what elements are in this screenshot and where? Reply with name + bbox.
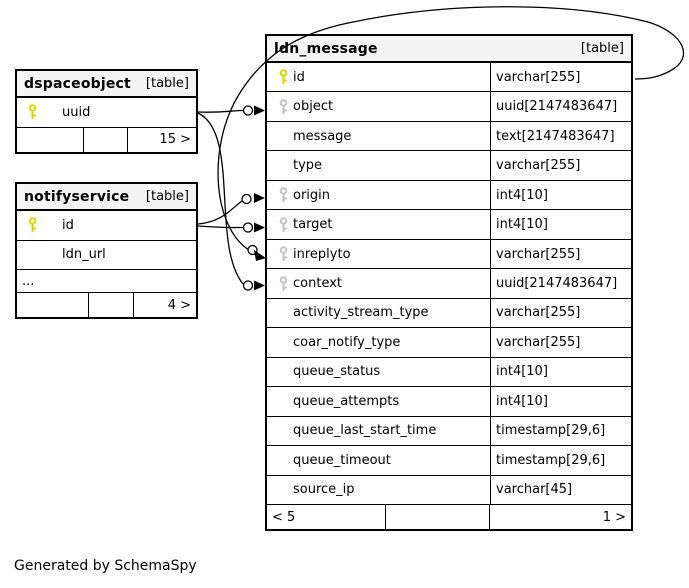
fk-arrowhead (254, 280, 265, 291)
column-name: queue_timeout (293, 452, 391, 468)
primary-key-icon (26, 104, 39, 121)
table-title[interactable]: notifyservice (24, 188, 130, 205)
column-name: object (293, 99, 334, 115)
table-header: notifyservice [table] (17, 184, 196, 211)
column-type: text[2147483647] (496, 128, 615, 144)
table-row: target int4[10] (267, 210, 631, 240)
key-icon (277, 246, 290, 263)
related-count-link[interactable]: < 5 (267, 505, 386, 530)
column-name: activity_stream_type (293, 305, 429, 321)
table-ldn-message: ldn_message [table] id varchar[255] object… (265, 34, 633, 532)
fk-arrowhead (254, 193, 265, 203)
table-row: source_ip varchar[45] (267, 475, 631, 506)
fk-arrowhead (254, 105, 265, 116)
column-name: context (293, 276, 342, 292)
table-row: message text[2147483647] (267, 121, 631, 152)
fk-endpoint-circle (247, 244, 258, 256)
column-type: timestamp[29,6] (496, 423, 606, 439)
column-name: source_ip (293, 482, 355, 498)
footer-cell (17, 127, 84, 152)
table-header: dspaceobject [table] (17, 71, 196, 98)
related-count-link[interactable]: 4 > (167, 297, 191, 313)
schemaspy-credit: Generated by SchemaSpy (14, 558, 197, 574)
table-row: queue_last_start_time timestamp[29,6] (267, 416, 631, 447)
related-count-link[interactable]: 1 > (602, 509, 626, 525)
table-row: type varchar[255] (267, 151, 631, 181)
table-title[interactable]: ldn_message (274, 40, 378, 57)
table-row: inreplyto varchar[255] (267, 239, 631, 270)
column-type: int4[10] (496, 393, 548, 409)
table-badge: [table] (580, 41, 624, 56)
table-dspaceobject: dspaceobject [table] uuid 15 > (15, 69, 198, 154)
relationship-line (197, 225, 244, 229)
primary-key-icon (26, 217, 39, 234)
column-type: varchar[45] (496, 482, 573, 498)
table-badge: [table] (145, 189, 189, 204)
table-row: ldn_url (17, 240, 196, 270)
table-badge: [table] (145, 76, 189, 91)
relationship-line (197, 200, 243, 225)
table-title[interactable]: dspaceobject (24, 75, 131, 92)
relationship-line (197, 109, 244, 113)
table-footer: < 5 1 > (267, 505, 631, 530)
table-footer: 4 > (17, 293, 196, 317)
column-type: varchar[255] (496, 246, 581, 262)
column-type: varchar[255] (496, 334, 581, 350)
table-row: origin int4[10] (267, 180, 631, 211)
fk-endpoint-circle (242, 222, 254, 233)
hidden-columns-ellipsis: ... (17, 270, 196, 293)
column-type: uuid[2147483647] (496, 99, 618, 115)
column-name: message (293, 128, 352, 144)
table-row: coar_notify_type varchar[255] (267, 328, 631, 358)
relationship-line (197, 112, 244, 285)
column-name: ldn_url (62, 247, 106, 263)
column-name: queue_last_start_time (293, 423, 437, 439)
footer-cell (17, 293, 89, 317)
column-name: id (293, 69, 305, 85)
column-type: int4[10] (496, 187, 548, 203)
footer-cell (386, 505, 490, 530)
column-name: queue_attempts (293, 393, 400, 409)
column-type: uuid[2147483647] (496, 276, 618, 292)
related-count-link[interactable]: 15 > (159, 132, 191, 147)
column-name: id (62, 217, 74, 233)
key-icon (277, 98, 290, 115)
table-row: queue_status int4[10] (267, 357, 631, 388)
column-name: origin (293, 187, 331, 203)
table-row: object uuid[2147483647] (267, 92, 631, 122)
column-type: varchar[255] (496, 69, 581, 85)
key-icon (277, 275, 290, 292)
column-name: uuid (62, 104, 91, 120)
fk-endpoint-circle (241, 193, 252, 205)
table-row: uuid (17, 98, 196, 128)
column-type: timestamp[29,6] (496, 452, 606, 468)
fk-endpoint-circle (242, 105, 254, 116)
column-name: type (293, 158, 323, 174)
key-icon (277, 187, 290, 204)
table-row: queue_timeout timestamp[29,6] (267, 446, 631, 476)
table-header: ldn_message [table] (267, 36, 631, 63)
table-notifyservice: notifyservice [table] id ldn_url ... 4 > (15, 182, 198, 319)
column-name: queue_status (293, 364, 381, 380)
fk-endpoint-circle (242, 280, 254, 291)
table-footer: 15 > (17, 127, 196, 152)
column-name: inreplyto (293, 246, 351, 262)
column-type: int4[10] (496, 217, 548, 233)
footer-cell (84, 127, 128, 152)
table-row: queue_attempts int4[10] (267, 387, 631, 417)
footer-cell (89, 293, 134, 317)
fk-arrowhead (254, 222, 265, 233)
column-name: target (293, 217, 333, 233)
table-row: activity_stream_type varchar[255] (267, 298, 631, 329)
table-row: id varchar[255] (267, 63, 631, 93)
column-name: coar_notify_type (293, 334, 401, 350)
column-type: varchar[255] (496, 158, 581, 174)
table-row: context uuid[2147483647] (267, 269, 631, 299)
key-icon (277, 69, 290, 86)
column-type: varchar[255] (496, 305, 581, 321)
key-icon (277, 216, 290, 233)
column-type: int4[10] (496, 364, 548, 380)
table-row: id (17, 211, 196, 241)
